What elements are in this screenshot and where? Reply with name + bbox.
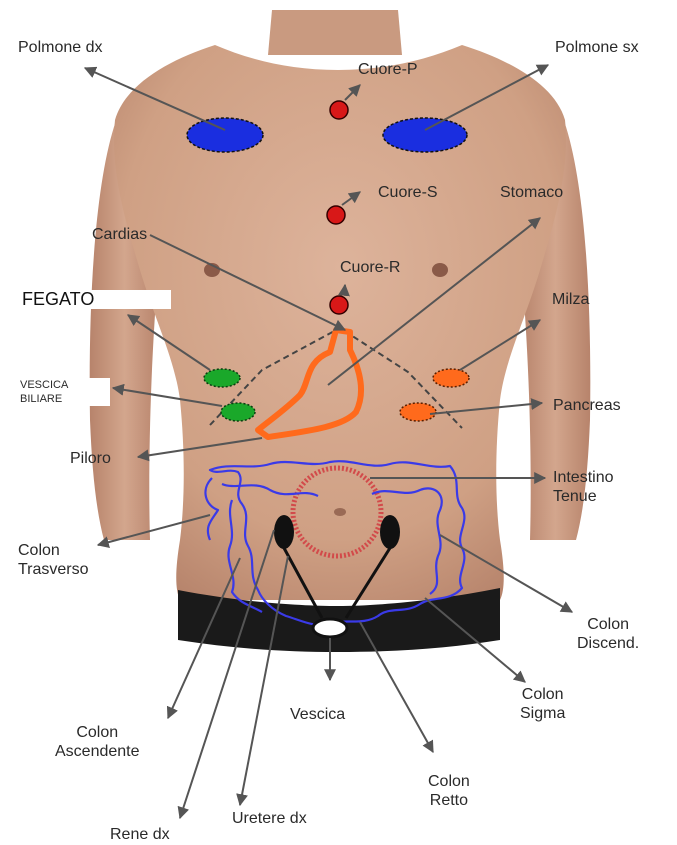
torso-shape — [114, 45, 566, 600]
label-cardias: Cardias — [92, 225, 147, 244]
label-colon-trasverso-line2: Trasverso — [18, 560, 89, 579]
label-colon-ascendente-line1: Colon — [55, 723, 140, 742]
bladder — [313, 619, 347, 637]
label-colon-sigma: Colon Sigma — [520, 685, 565, 723]
label-pancreas: Pancreas — [553, 396, 621, 415]
label-polmone-dx: Polmone dx — [18, 38, 103, 57]
label-colon-discend: Colon Discend. — [577, 615, 639, 653]
label-colon-discend-line2: Discend. — [577, 634, 639, 653]
lung-right — [187, 118, 263, 152]
label-colon-trasverso: Colon Trasverso — [18, 541, 89, 579]
label-colon-retto-line2: Retto — [428, 791, 470, 810]
label-vescica-biliare-line1: VESCICA — [20, 378, 108, 392]
pancreas — [400, 403, 436, 421]
left-nipple — [432, 263, 448, 277]
label-cuore-s: Cuore-S — [378, 183, 438, 202]
label-intestino-line1: Intestino — [553, 468, 613, 487]
heart-s — [327, 206, 345, 224]
label-vescica-biliare: VESCICA BILIARE — [18, 378, 110, 406]
label-stomaco: Stomaco — [500, 183, 563, 202]
label-intestino-line2: Tenue — [553, 487, 613, 506]
label-rene-dx: Rene dx — [110, 825, 170, 844]
gallbladder — [221, 403, 255, 421]
label-uretere-dx: Uretere dx — [232, 809, 307, 828]
label-colon-discend-line1: Colon — [577, 615, 639, 634]
arrow-cuore-r — [344, 285, 345, 295]
heart-r — [330, 296, 348, 314]
label-colon-trasverso-line1: Colon — [18, 541, 89, 560]
label-cuore-r: Cuore-R — [340, 258, 400, 277]
label-colon-ascendente-line2: Ascendente — [55, 742, 140, 761]
label-colon-sigma-line1: Colon — [520, 685, 565, 704]
label-milza: Milza — [552, 290, 589, 309]
label-fegato: FEGATO — [18, 290, 171, 309]
label-polmone-sx: Polmone sx — [555, 38, 639, 57]
label-colon-retto-line1: Colon — [428, 772, 470, 791]
label-colon-retto: Colon Retto — [428, 772, 470, 810]
label-vescica-biliare-line2: BILIARE — [20, 392, 108, 406]
kidney-right — [274, 515, 294, 549]
label-piloro: Piloro — [70, 449, 111, 468]
kidney-left — [380, 515, 400, 549]
liver — [204, 369, 240, 387]
label-intestino-tenue: Intestino Tenue — [553, 468, 613, 506]
label-cuore-p: Cuore-P — [358, 60, 418, 79]
lung-left — [383, 118, 467, 152]
spleen — [433, 369, 469, 387]
label-colon-sigma-line2: Sigma — [520, 704, 565, 723]
label-vescica: Vescica — [290, 705, 345, 724]
heart-p — [330, 101, 348, 119]
neck — [268, 10, 402, 55]
label-colon-ascendente: Colon Ascendente — [55, 723, 140, 761]
navel — [334, 508, 346, 516]
